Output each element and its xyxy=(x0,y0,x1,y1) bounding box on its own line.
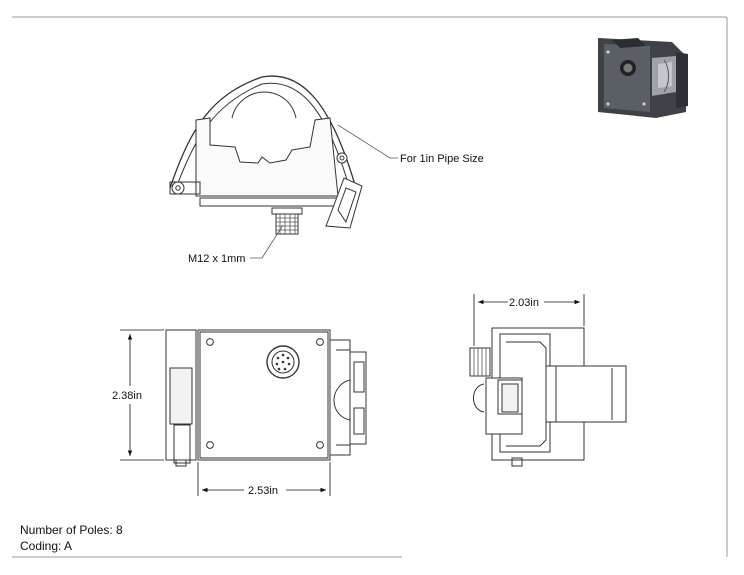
top-view xyxy=(169,75,363,235)
sheet-border xyxy=(12,16,728,558)
isometric-render xyxy=(598,38,688,118)
height-dimension-label: 2.38in xyxy=(112,390,142,402)
coding-note: Coding: A xyxy=(20,539,73,553)
width-dimension xyxy=(197,462,331,496)
thread-callout: M12 x 1mm xyxy=(188,253,245,265)
side-view xyxy=(469,327,627,467)
depth-dimension-label: 2.03in xyxy=(509,297,539,309)
width-dimension-label: 2.53in xyxy=(248,485,278,497)
poles-note: Number of Poles: 8 xyxy=(20,523,123,537)
depth-dimension xyxy=(473,294,585,346)
front-view xyxy=(165,329,367,467)
callout-leaders xyxy=(250,124,398,259)
height-dimension xyxy=(120,329,164,461)
pipe-size-callout: For 1in Pipe Size xyxy=(400,153,484,165)
